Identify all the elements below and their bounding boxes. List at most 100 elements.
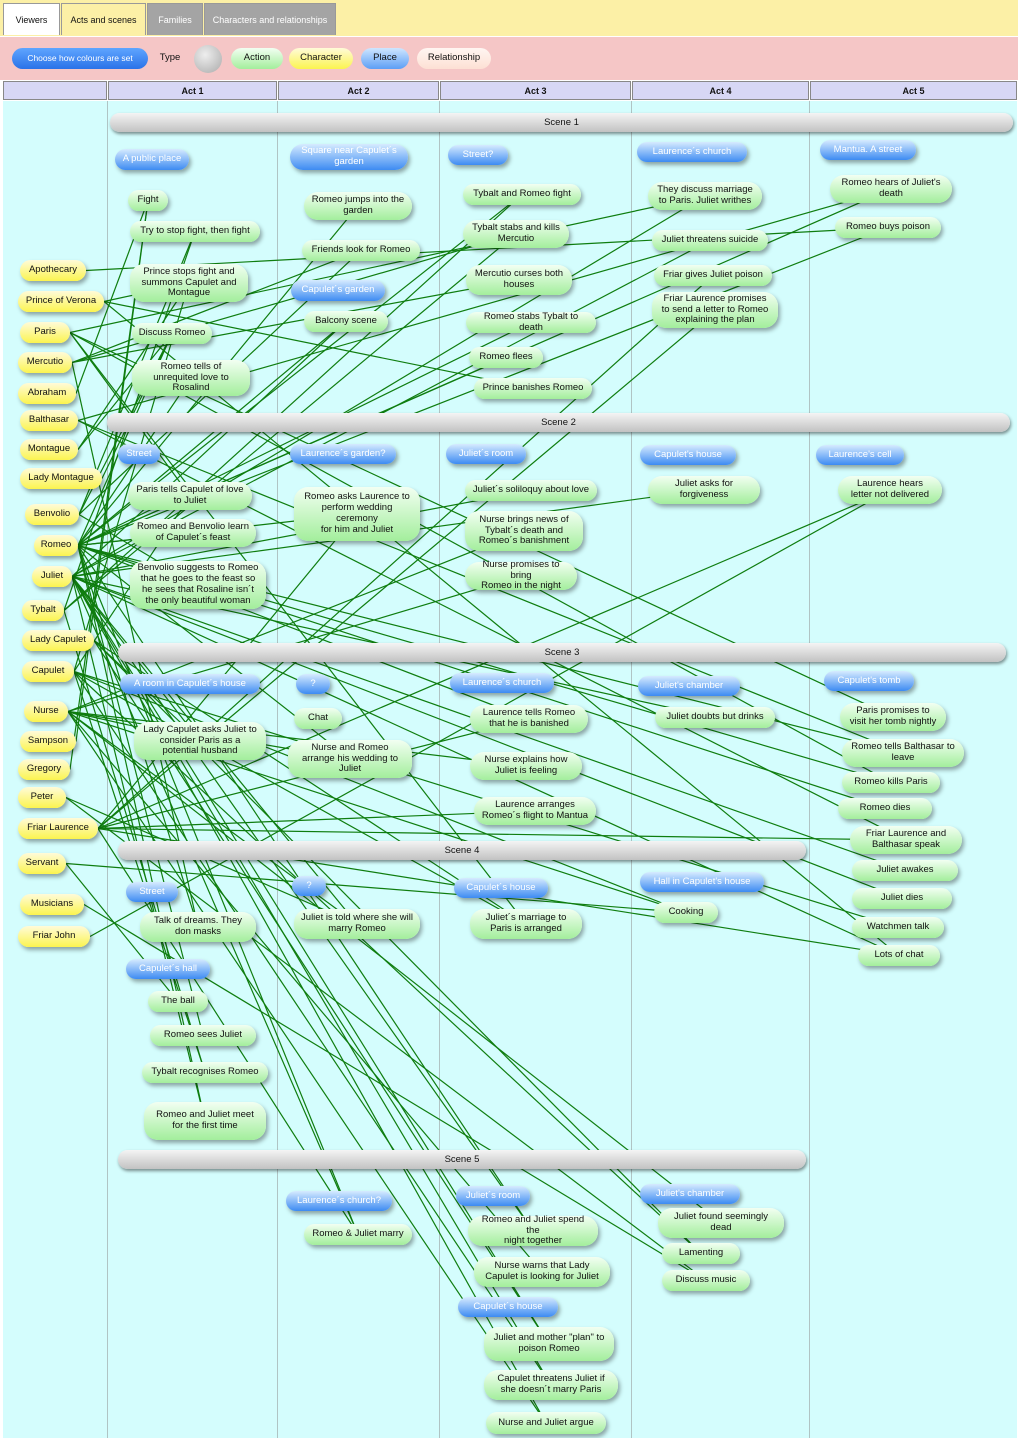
action-node[interactable]: Juliet threatens suicide: [652, 230, 768, 251]
place-node[interactable]: Capulet's house: [640, 445, 736, 465]
action-node[interactable]: Lots of chat: [858, 945, 940, 966]
action-node[interactable]: Discuss music: [662, 1270, 750, 1291]
legend-character[interactable]: Character: [289, 48, 353, 69]
action-node[interactable]: Balcony scene: [304, 311, 388, 332]
action-node[interactable]: Tybalt recognises Romeo: [142, 1062, 268, 1083]
character-node[interactable]: Sampson: [20, 731, 76, 752]
choose-colours-button[interactable]: Choose how colours are set: [12, 48, 148, 69]
action-node[interactable]: Romeo and Juliet spend the night togethe…: [468, 1214, 598, 1246]
action-node[interactable]: Juliet is told where she will marry Rome…: [294, 909, 420, 939]
legend-relationship[interactable]: Relationship: [417, 48, 491, 69]
place-node[interactable]: Juliet's chamber: [640, 1184, 740, 1204]
action-node[interactable]: Lamenting: [662, 1243, 740, 1264]
action-node[interactable]: Chat: [294, 708, 342, 729]
character-node[interactable]: Lady Capulet: [22, 630, 94, 651]
action-node[interactable]: Prince banishes Romeo: [474, 378, 592, 399]
character-node[interactable]: Friar John: [18, 926, 90, 947]
place-node[interactable]: Street?: [448, 145, 508, 165]
place-node[interactable]: Capulet´s garden: [291, 280, 385, 301]
place-node[interactable]: Laurence's cell: [816, 445, 904, 465]
action-node[interactable]: Romeo kills Paris: [842, 772, 940, 793]
action-node[interactable]: Juliet´s marriage to Paris is arranged: [470, 909, 582, 939]
action-node[interactable]: Nurse explains how Juliet is feeling: [470, 752, 582, 780]
action-node[interactable]: Discuss Romeo: [132, 323, 212, 344]
action-node[interactable]: Capulet threatens Juliet if she doesn´t …: [484, 1370, 618, 1400]
action-node[interactable]: Juliet´s soliloquy about love: [465, 480, 597, 501]
place-node[interactable]: Laurence´s church?: [286, 1191, 392, 1211]
tab-viewers[interactable]: Viewers: [3, 3, 60, 35]
tab-characters-and-relationships[interactable]: Characters and relationships: [204, 3, 336, 35]
action-node[interactable]: Nurse promises to bring Romeo in the nig…: [465, 559, 577, 591]
action-node[interactable]: Laurence tells Romeo that he is banished: [470, 705, 588, 733]
character-node[interactable]: Benvolio: [25, 504, 79, 525]
action-node[interactable]: Juliet dies: [852, 888, 952, 909]
character-node[interactable]: Paris: [20, 322, 70, 343]
action-node[interactable]: Romeo jumps into the garden: [304, 192, 412, 220]
action-node[interactable]: Watchmen talk: [852, 917, 944, 938]
action-node[interactable]: Nurse brings news of Tybalt´s death and …: [465, 511, 583, 551]
tab-acts-and-scenes[interactable]: Acts and scenes: [61, 3, 146, 35]
character-node[interactable]: Romeo: [34, 535, 78, 556]
action-node[interactable]: Romeo flees: [469, 347, 543, 368]
action-node[interactable]: Juliet doubts but drinks: [655, 707, 775, 728]
action-node[interactable]: Laurence hears letter not delivered: [838, 476, 942, 504]
action-node[interactable]: Friar Laurence promises to send a letter…: [652, 292, 778, 328]
character-node[interactable]: Balthasar: [20, 410, 78, 431]
action-node[interactable]: The ball: [148, 991, 208, 1012]
place-node[interactable]: Street: [118, 444, 160, 464]
place-node[interactable]: ?: [296, 674, 330, 694]
legend-place[interactable]: Place: [361, 48, 409, 69]
character-node[interactable]: Nurse: [24, 701, 68, 722]
action-node[interactable]: Romeo tells of unrequited love to Rosali…: [132, 360, 250, 396]
character-node[interactable]: Capulet: [22, 661, 74, 682]
character-node[interactable]: Apothecary: [20, 260, 86, 281]
action-node[interactable]: Romeo and Juliet meet for the first time: [144, 1102, 266, 1140]
place-node[interactable]: Laurence´s garden?: [290, 444, 396, 464]
place-node[interactable]: Laurence´s church: [450, 673, 554, 693]
action-node[interactable]: Juliet found seemingly dead: [658, 1208, 784, 1238]
character-node[interactable]: Tybalt: [22, 600, 64, 621]
character-node[interactable]: Peter: [18, 787, 66, 808]
character-node[interactable]: Musicians: [20, 894, 84, 915]
action-node[interactable]: Romeo dies: [838, 798, 932, 819]
place-node[interactable]: Street: [126, 882, 178, 902]
character-node[interactable]: Montague: [20, 439, 78, 460]
character-node[interactable]: Servant: [18, 853, 66, 874]
place-node[interactable]: Juliet´s room: [446, 444, 526, 464]
action-node[interactable]: Juliet awakes: [852, 860, 958, 881]
action-node[interactable]: Nurse and Juliet argue: [486, 1412, 606, 1434]
action-node[interactable]: Romeo sees Juliet: [150, 1025, 256, 1046]
place-node[interactable]: ?: [292, 876, 326, 896]
action-node[interactable]: Romeo and Benvolio learn of Capulet´s fe…: [130, 519, 256, 547]
action-node[interactable]: Try to stop fight, then fight: [130, 221, 260, 242]
place-node[interactable]: Capulet's tomb: [824, 671, 914, 691]
action-node[interactable]: Romeo stabs Tybalt to death: [466, 311, 596, 333]
character-node[interactable]: Juliet: [32, 566, 72, 587]
character-node[interactable]: Mercutio: [18, 352, 72, 373]
action-node[interactable]: Paris tells Capulet of love to Juliet: [128, 482, 252, 510]
place-node[interactable]: Juliet's chamber: [638, 676, 740, 696]
tab-families[interactable]: Families: [147, 3, 203, 35]
action-node[interactable]: Mercutio curses both houses: [466, 265, 572, 295]
action-node[interactable]: Romeo hears of Juliet's death: [830, 175, 952, 203]
action-node[interactable]: Friends look for Romeo: [302, 240, 420, 261]
action-node[interactable]: Lady Capulet asks Juliet to consider Par…: [134, 722, 266, 760]
action-node[interactable]: Nurse and Romeo arrange his wedding to J…: [288, 740, 412, 778]
place-node[interactable]: Capulet´s hall: [126, 959, 210, 979]
action-node[interactable]: Benvolio suggests to Romeo that he goes …: [130, 561, 266, 609]
place-node[interactable]: Laurence´s church: [637, 142, 747, 162]
character-node[interactable]: Friar Laurence: [18, 818, 98, 839]
character-node[interactable]: Gregory: [18, 759, 70, 780]
action-node[interactable]: Cooking: [654, 902, 718, 923]
action-node[interactable]: Friar gives Juliet poison: [654, 265, 772, 286]
legend-action[interactable]: Action: [231, 48, 283, 69]
action-node[interactable]: Fight: [128, 190, 168, 211]
character-node[interactable]: Prince of Verona: [18, 291, 104, 312]
place-node[interactable]: Capulet´s house: [454, 878, 548, 898]
action-node[interactable]: Nurse warns that Lady Capulet is looking…: [474, 1257, 610, 1287]
action-node[interactable]: Romeo asks Laurence to perform wedding c…: [294, 487, 420, 541]
action-node[interactable]: Tybalt and Romeo fight: [463, 184, 581, 205]
action-node[interactable]: Paris promises to visit her tomb nightly: [840, 703, 946, 731]
action-node[interactable]: Juliet and mother "plan" to poison Romeo: [484, 1327, 614, 1361]
character-node[interactable]: Abraham: [18, 383, 76, 404]
